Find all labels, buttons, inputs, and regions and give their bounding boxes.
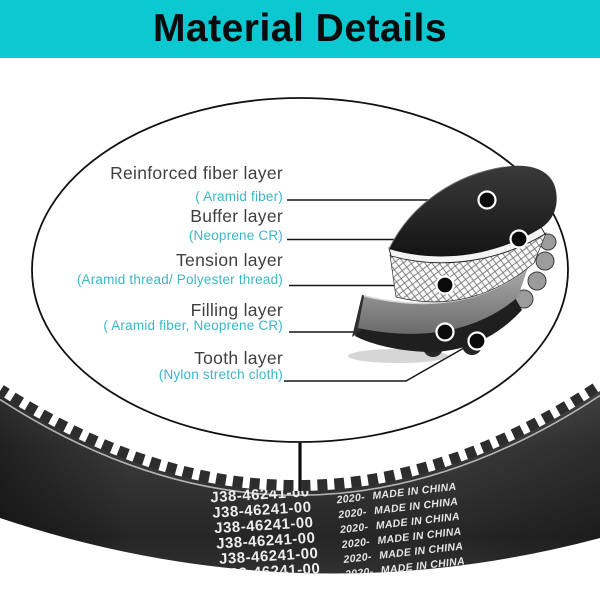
belt-cross-section-illustration — [348, 165, 557, 363]
cutaway-shadow — [348, 349, 448, 363]
callout-ellipse — [31, 97, 569, 443]
marker-dot-reinforced — [477, 190, 497, 210]
cutaway-filling-band — [358, 267, 528, 334]
layer-marker-dots — [435, 190, 529, 351]
year-code-text: 2020- — [337, 506, 368, 521]
part-number-text: J38-46241-00 — [216, 530, 316, 553]
marker-dot-tension — [435, 275, 455, 295]
label-filling-layer: Filling layer — [190, 300, 283, 320]
leader-line-tooth — [284, 343, 471, 382]
part-number-text: J38-46241-00 — [214, 514, 314, 537]
label-tension-material: (Aramid thread/ Polyester thread) — [76, 272, 283, 287]
page-title: Material Details — [152, 7, 448, 50]
year-code-text: 2020- — [338, 521, 369, 536]
label-reinforced-fiber-material: ( Aramid fiber) — [195, 189, 283, 204]
label-tension-layer: Tension layer — [175, 250, 283, 270]
belt-end-shading — [0, 391, 600, 574]
marker-dot-filling — [435, 322, 455, 342]
belt-photo: J38-46241-00 J38-46241-00 J38-46241-00 J… — [0, 381, 600, 581]
year-code-text: 2020- — [342, 551, 373, 566]
marker-dot-tooth — [467, 331, 487, 351]
label-tooth-layer: Tooth layer — [194, 348, 283, 368]
belt-edge-highlight — [0, 394, 600, 496]
year-code-text: 2020- — [340, 536, 371, 551]
header-banner: Material Details — [0, 0, 600, 58]
part-number-text: J38-46241-00 — [219, 545, 319, 568]
label-buffer-material: (Neoprene CR) — [188, 228, 283, 243]
label-tooth-material: (Nylon stretch cloth) — [158, 367, 283, 382]
cutaway-top-edge-highlight — [388, 166, 505, 250]
year-code-text: 2020- — [344, 566, 375, 581]
part-number-text: J38-46241-00 — [212, 499, 312, 522]
year-code-text: 2020- — [335, 491, 366, 506]
belt-teeth — [0, 381, 600, 494]
part-number-column: J38-46241-00 J38-46241-00 J38-46241-00 J… — [210, 483, 321, 573]
label-buffer-layer: Buffer layer — [190, 206, 283, 226]
label-filling-material: ( Aramid fiber, Neoprene CR) — [103, 318, 283, 333]
marker-dot-buffer — [509, 229, 529, 249]
label-reinforced-fiber-layer: Reinforced fiber layer — [110, 163, 283, 183]
